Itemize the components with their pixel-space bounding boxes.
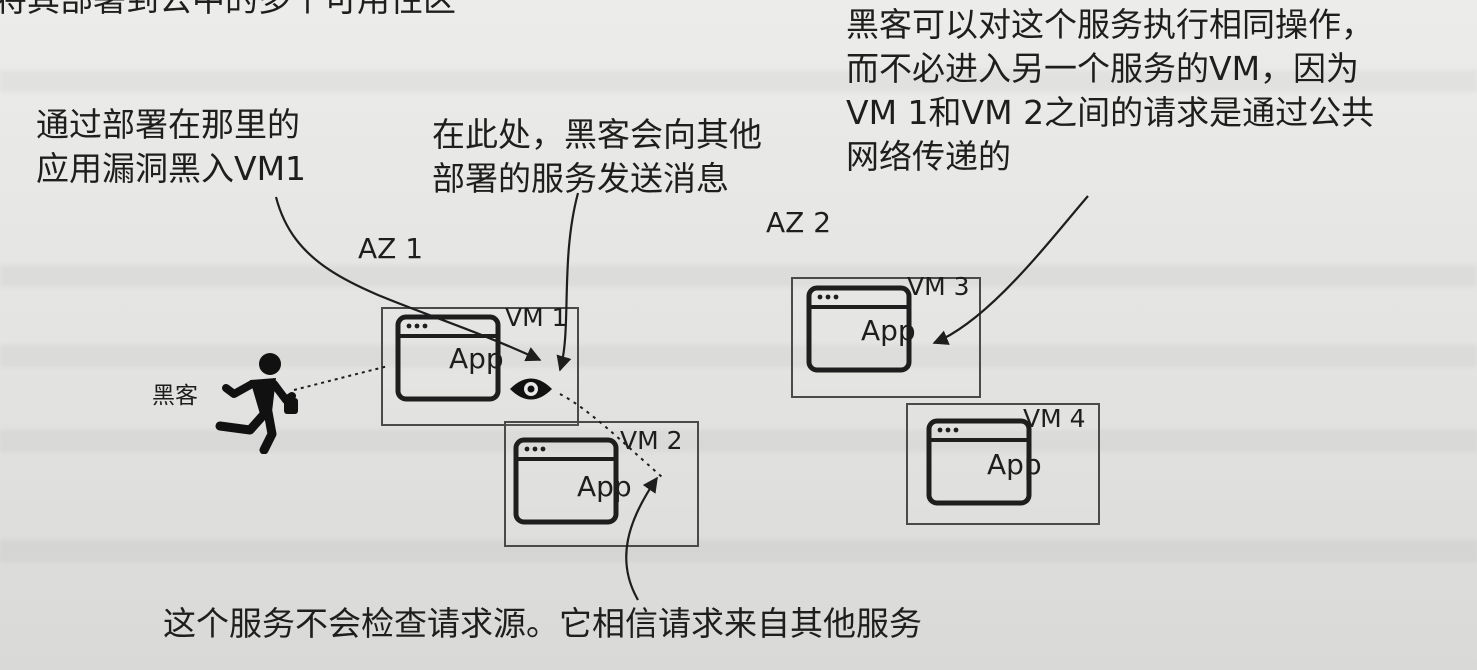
annotation-same-operation: 黑客可以对这个服务执行相同操作， 而不必进入另一个服务的VM，因为 VM 1和V… bbox=[846, 5, 1375, 176]
vm1-app-label: App bbox=[449, 342, 504, 375]
annotation-vm1-exploit: 通过部署在那里的 应用漏洞黑入VM1 bbox=[36, 105, 307, 188]
arrow-exploit-vm1 bbox=[274, 196, 542, 362]
arrow-send-messages bbox=[556, 192, 580, 372]
vm3-app-label: App bbox=[861, 314, 916, 347]
vm4-app-label: App bbox=[987, 448, 1042, 481]
vm1-box bbox=[381, 307, 579, 426]
az1-label: AZ 1 bbox=[358, 232, 424, 265]
eye-icon bbox=[510, 378, 552, 400]
app-window-icon bbox=[926, 418, 1032, 506]
az2-label: AZ 2 bbox=[766, 206, 832, 239]
annotation-send-messages: 在此处，黑客会向其他 部署的服务发送消息 bbox=[432, 115, 762, 198]
vm3-label: VM 3 bbox=[907, 272, 970, 301]
running-hacker-icon bbox=[215, 353, 298, 454]
app-window-icon bbox=[806, 285, 912, 373]
vm2-label: VM 2 bbox=[620, 426, 683, 455]
hacker-label: 黑客 bbox=[152, 383, 198, 409]
annotation-no-source-check: 这个服务不会检查请求源。它相信请求来自其他服务 bbox=[163, 604, 922, 643]
dotted-vm1-to-vm2 bbox=[559, 393, 663, 478]
arrow-same-operation bbox=[932, 195, 1089, 345]
app-window-icon bbox=[513, 437, 619, 525]
vm4-label: VM 4 bbox=[1023, 404, 1086, 433]
dotted-hacker-to-vm1 bbox=[293, 365, 389, 391]
vm1-label: VM 1 bbox=[505, 303, 568, 332]
vm2-app-label: App bbox=[577, 470, 632, 503]
top-partial-text-line: 将其部署到公中的多个可用性区 bbox=[0, 0, 456, 22]
arrow-no-source-check bbox=[625, 476, 658, 601]
